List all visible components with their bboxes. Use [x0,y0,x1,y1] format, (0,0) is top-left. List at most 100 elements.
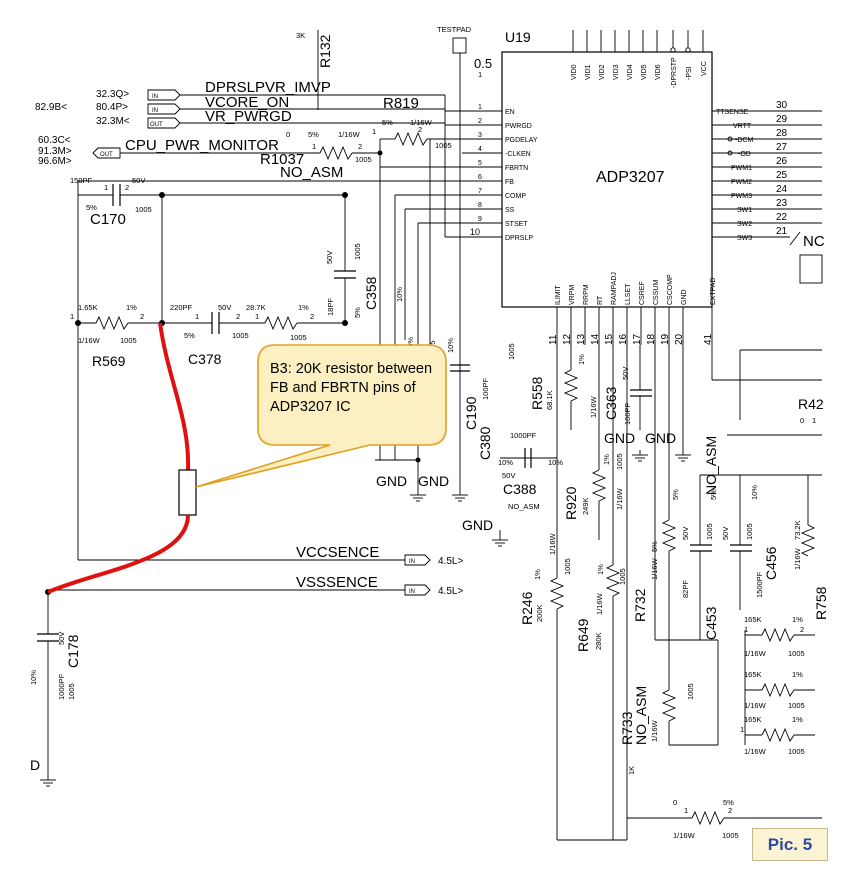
r246-pkg: 1005 [563,558,572,575]
ic-pin-name: RAMPADJ [611,272,618,305]
r165a-tol: 1% [792,615,803,624]
offpage-ref: 32.3M< [96,116,130,127]
r569-pwr: 1/16W [78,336,101,345]
ic-pin-name: EN [505,109,515,116]
ic-pin-num: 2 [478,118,482,125]
svg-text:D: D [30,757,40,773]
ic-pin-name: SW3 [737,235,752,242]
c378-ref: C378 [188,351,222,367]
ic-pin-name: CSSUM [653,280,660,305]
c178-ref: C178 [65,634,81,668]
c358-ref: C358 [363,276,379,310]
nc-label: NC [803,233,825,250]
svg-text:10%: 10% [548,458,563,467]
r649-tol: 1% [596,564,605,575]
ic-pin-name: CSCOMP [667,274,674,305]
ic-ref-label: U19 [505,29,531,45]
c190-ref: C190 [463,396,479,430]
svg-text:0: 0 [800,416,804,425]
ic-pin-name: LLSET [625,283,632,305]
ic-pin-name: DPRSLP [505,235,533,242]
svg-text:10%: 10% [446,338,455,353]
callout-text: B3: 20K resistor between FB and FBRTN pi… [270,361,433,415]
c453-v: 50V [681,527,690,540]
port-in-label: IN [152,108,158,114]
r732-pwr: 1/16W [650,557,659,580]
r649-pkg: 1005 [618,568,627,585]
r732-tol: 5% [650,541,659,552]
highlight-wire-bottom [47,514,190,594]
ic-pin-name: -CLKEN [505,151,531,158]
ic-pin-name: PGDELAY [505,137,538,144]
r569-pkg: 1005 [120,336,137,345]
c378-v: 50V [218,303,231,312]
c363-v: 50V [621,367,630,380]
ic-pin-name: SS [505,207,515,214]
lower-right-components: R920 249K 1% 1/16W 1005 R246 200K 1% 1/1… [519,345,829,841]
c358-pkg: 1005 [353,243,362,260]
ic-pin-num: 27 [776,142,788,153]
ic-pin-name: SW2 [737,221,752,228]
r569-val: 1.65K [78,303,98,312]
ic-top-pin: VID2 [599,64,606,80]
svg-text:10%: 10% [498,458,513,467]
net-vsssence: VSSSENCE [296,574,378,591]
ic-pin-name: VRTT [733,123,752,130]
c453-ref: C453 [703,606,719,640]
r920-tol: 1% [602,454,611,465]
r920-val: 249K [581,497,590,515]
r649-ref: R649 [575,618,591,652]
svg-text:1: 1 [255,312,259,321]
port-in-label: IN [409,589,415,595]
rbot-pwr: 1/16W [673,831,696,840]
offpage-ref: 80.4P> [96,102,128,113]
c178-pkg: 1005 [67,683,76,700]
r132-ref: R132 [317,34,333,68]
ic-pin-num: 30 [776,100,788,111]
offpage-ref: 82.9B< [35,102,67,113]
c190-pkg: 1005 [507,343,516,360]
ic-top-pin: VID3 [613,64,620,80]
ic-pin-num: 20 [674,333,685,345]
ic-pin-name: -OD [738,151,751,158]
gnd-label: GND [645,430,676,446]
ic-pin-num: 9 [478,216,482,223]
c358-v: 50V [325,251,334,264]
r165b-pwr: 1/16W [744,701,767,710]
sense-lines: IN IN VCCSENCE VSSSENCE 4.5L> 4.5L> C178… [29,544,463,787]
ic-pin-num: 5 [478,160,482,167]
r165c-tol: 1% [792,715,803,724]
ic-pin-num: 17 [632,333,643,345]
r558-ref: R558 [529,376,545,410]
c170-tol: 5% [86,203,97,212]
r165c-pwr: 1/16W [744,747,767,756]
ic-pin-name: VRPM [569,285,576,305]
ic-pin-num: 16 [618,333,629,345]
ic-pin-num: 18 [646,333,657,345]
c456-pkg: 1005 [745,523,754,540]
c378-val: 220PF [170,303,193,312]
svg-text:1: 1 [312,142,316,151]
svg-text:5%: 5% [671,489,680,500]
r165a-pkg: 1005 [788,649,805,658]
c380-val: 1000PF [510,431,537,440]
r165a-val: 165K [744,615,762,624]
r73k-pwr: 1/16W [793,547,802,570]
port-out-label: OUT [100,152,113,158]
ic-top-pin: -PSI [686,66,693,80]
c363-val: 100PF [623,402,632,425]
c456-ref: C456 [763,546,779,580]
highlight-wire-top [158,322,191,471]
ic-top-pin: VID0 [571,64,578,80]
r758-ref: R758 [813,586,829,620]
ic-pin-num: 23 [776,198,788,209]
ic-pin-name: EXTPAD [710,278,717,306]
svg-text:2: 2 [800,625,804,634]
svg-text:2: 2 [236,312,240,321]
net-no-asm: NO_ASM [280,164,343,181]
rbot-tol: 5% [723,798,734,807]
